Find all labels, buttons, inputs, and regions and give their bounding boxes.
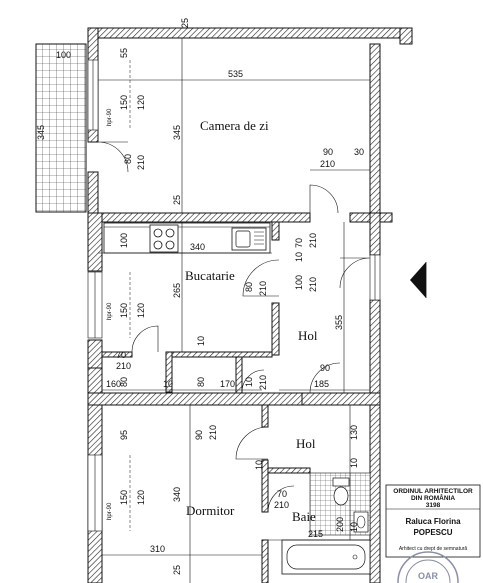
dim-bath-width: 215 <box>308 529 323 539</box>
dimension-lines <box>98 38 370 583</box>
balcony <box>35 43 87 213</box>
room-label-hall-lower: Hol <box>296 436 316 451</box>
dim-living-window-top: 55 <box>119 48 129 58</box>
room-label-kitchen: Bucatarie <box>185 268 235 283</box>
architect-stamp: ORDINUL ARHITECTILOR DIN ROMÂNIA 3198 Ra… <box>385 484 481 558</box>
dim-living-door-h: 210 <box>136 155 146 170</box>
dim-living-window-w: 150 <box>119 95 129 110</box>
dim-bedroom-top: 95 <box>119 430 129 440</box>
dim-hall2-10: 10 <box>349 458 359 468</box>
dim-hall-w70: 70 <box>294 238 304 248</box>
dim-row-80: 80 <box>119 377 129 387</box>
dim-hall-10: 10 <box>294 252 304 262</box>
dim-kitchen-width: 340 <box>190 242 205 252</box>
dim-living-window-h: 120 <box>136 95 146 110</box>
room-label-bath: Baie <box>292 509 316 524</box>
dim-balcony-depth: 345 <box>36 125 46 140</box>
doors <box>97 141 371 513</box>
room-label-hall-upper: Hol <box>298 328 318 343</box>
bathtub-icon <box>281 539 371 575</box>
dim-kitchen-wall-10: 10 <box>196 336 206 346</box>
dim-hall-100: 100 <box>294 275 304 290</box>
dim-hall-210b: 210 <box>308 277 318 292</box>
dim-bedroom-width: 310 <box>150 544 165 554</box>
dim-kitchen-window-w: 150 <box>119 303 129 318</box>
windows <box>87 59 381 532</box>
stamp-line-2: DIN ROMÂNIA <box>411 493 455 502</box>
stove-icon <box>149 224 179 253</box>
dim-row-10a: 10 <box>163 379 173 389</box>
stamp-name-1: Raluca Florina <box>405 517 461 526</box>
stamp-line-1: ORDINUL ARHITECTILOR <box>393 488 473 495</box>
dim-living-top-wall: 25 <box>180 18 190 28</box>
dim-row-210: 210 <box>258 375 268 390</box>
room-label-bedroom: Dormitor <box>186 503 235 518</box>
dim-wall-30: 30 <box>354 147 364 157</box>
dim-kitchen-door-h: 210 <box>258 281 268 296</box>
dim-bath-door-h: 210 <box>274 500 289 510</box>
toilet-icon <box>332 477 350 506</box>
sink-icon <box>231 227 267 251</box>
dim-living-bottom-wall: 25 <box>172 195 182 205</box>
north-arrow-icon <box>410 262 427 298</box>
dim-bedroom-bottom-wall: 25 <box>172 565 182 575</box>
dim-bath-10: 10 <box>349 522 359 532</box>
dim-living-door-w: 80 <box>123 154 133 164</box>
dim-bedroom-window-w: 150 <box>119 490 129 505</box>
dim-row-80b: 80 <box>196 377 206 387</box>
dim-kitchen-top: 100 <box>119 233 129 248</box>
dim-balcony-width: 100 <box>56 50 71 60</box>
room-label-living: Camera de zi <box>200 118 269 133</box>
dim-bedroom-hpr: hpr-90 <box>107 502 113 520</box>
dim-hall-depth: 355 <box>334 315 344 330</box>
dim-bedroom-window-h: 120 <box>136 490 146 505</box>
dim-bedroom-depth: 340 <box>172 487 182 502</box>
stamp-number: 3198 <box>426 502 441 509</box>
dim-kitchen-door-w: 80 <box>244 282 254 292</box>
dim-bedroom-door-w: 90 <box>194 430 204 440</box>
dim-living-hpr: hpr-90 <box>107 108 113 126</box>
stamp-name-2: POPESCU <box>413 528 452 537</box>
dim-pantry-70: 70 <box>116 350 126 360</box>
oar-seal: OAR <box>397 551 459 583</box>
stamp-note: Arhitect cu drept de semnatură <box>399 546 468 552</box>
dim-pantry-210: 210 <box>116 361 131 371</box>
dim-kitchen-hpr: hpr-90 <box>107 302 113 320</box>
dim-row-10b: 10 <box>244 377 254 387</box>
dim-bedroom-door-h: 210 <box>208 425 218 440</box>
washbasin-icon <box>353 511 369 533</box>
dim-row-170: 170 <box>220 379 235 389</box>
dim-kitchen-depth: 265 <box>172 283 182 298</box>
dim-hall2-130: 130 <box>349 425 359 440</box>
dim-hall-h210: 210 <box>308 233 318 248</box>
dim-door-living-hall-h: 210 <box>320 159 335 169</box>
seal-text: OAR <box>418 571 439 581</box>
dim-hall-90: 90 <box>320 363 330 373</box>
dim-row-160: 160 <box>106 379 121 389</box>
walls <box>87 27 413 583</box>
dim-bath-depth: 200 <box>335 517 345 532</box>
dim-door-living-hall-w: 90 <box>323 147 333 157</box>
dim-living-width: 535 <box>228 69 243 79</box>
dim-kitchen-window-h: 120 <box>136 303 146 318</box>
dim-hall-185: 185 <box>314 379 329 389</box>
dim-bedroom-10: 10 <box>254 460 264 470</box>
dim-living-depth: 345 <box>172 125 182 140</box>
dim-bath-door-w: 70 <box>277 489 287 499</box>
